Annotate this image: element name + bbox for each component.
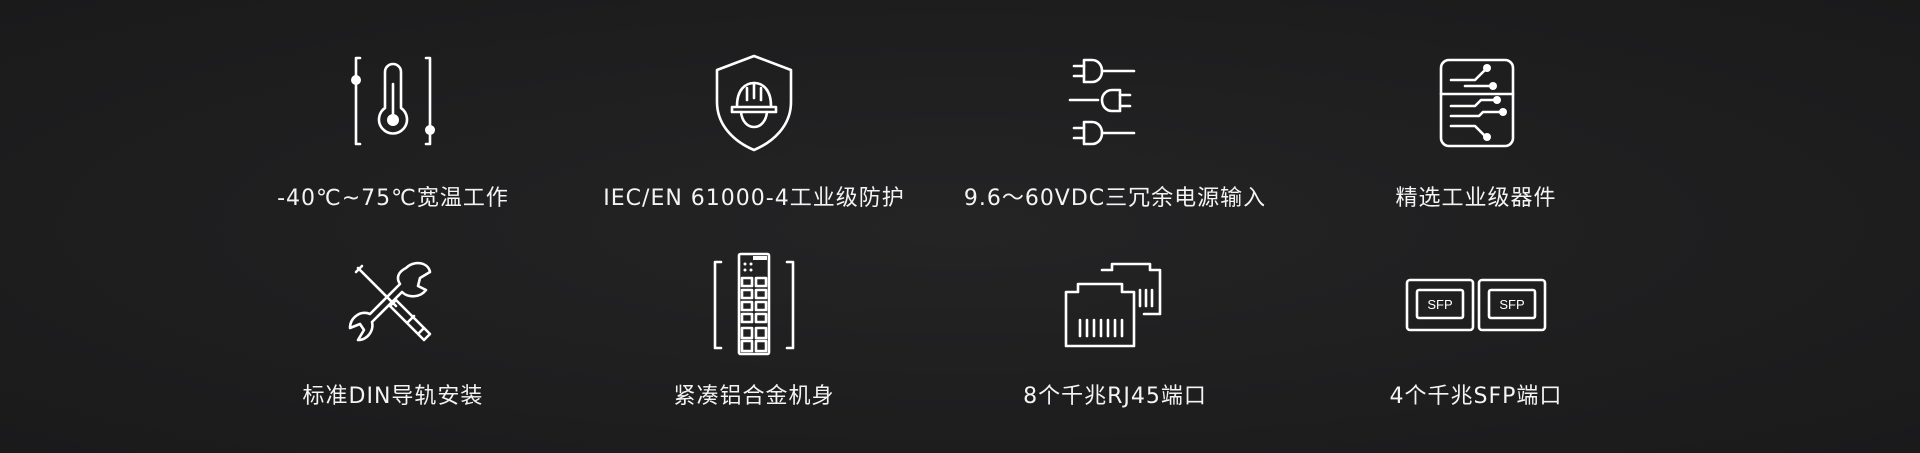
feature-aluminum-chassis: 紧凑铝合金机身 — [574, 250, 934, 440]
feature-redundant-power: 9.6～60VDC三冗余电源输入 — [935, 50, 1295, 240]
power-plug-icon — [1060, 50, 1170, 160]
feature-industrial-components: 精选工业级器件 — [1296, 50, 1656, 240]
sfp-port-text: SFP — [1427, 297, 1452, 312]
rj45-port-icon — [1060, 250, 1170, 360]
shield-helmet-icon — [699, 50, 809, 160]
feature-din-rail: 标准DIN导轨安装 — [213, 250, 573, 440]
sfp-port-text: SFP — [1499, 297, 1524, 312]
thermometer-icon — [338, 50, 448, 160]
feature-label: 精选工业级器件 — [1395, 186, 1557, 211]
sfp-port-icon: SFP SFP — [1401, 250, 1551, 360]
tools-icon — [338, 250, 448, 360]
feature-label: 9.6～60VDC三冗余电源输入 — [963, 186, 1267, 211]
device-chassis-icon — [699, 250, 809, 360]
feature-industrial-protection: IEC/EN 61000-4工业级防护 — [574, 50, 934, 240]
feature-wide-temperature: -40℃~75℃宽温工作 — [213, 50, 573, 240]
feature-label: 4个千兆SFP端口 — [1389, 384, 1563, 409]
feature-label: 8个千兆RJ45端口 — [1023, 384, 1207, 409]
circuit-chip-icon — [1421, 50, 1531, 160]
feature-label: -40℃~75℃宽温工作 — [277, 186, 509, 211]
feature-rj45-ports: 8个千兆RJ45端口 — [935, 250, 1295, 440]
feature-label: 紧凑铝合金机身 — [673, 384, 835, 409]
feature-label: IEC/EN 61000-4工业级防护 — [603, 186, 905, 211]
feature-label: 标准DIN导轨安装 — [302, 384, 484, 409]
feature-sfp-ports: SFP SFP 4个千兆SFP端口 — [1296, 250, 1656, 440]
